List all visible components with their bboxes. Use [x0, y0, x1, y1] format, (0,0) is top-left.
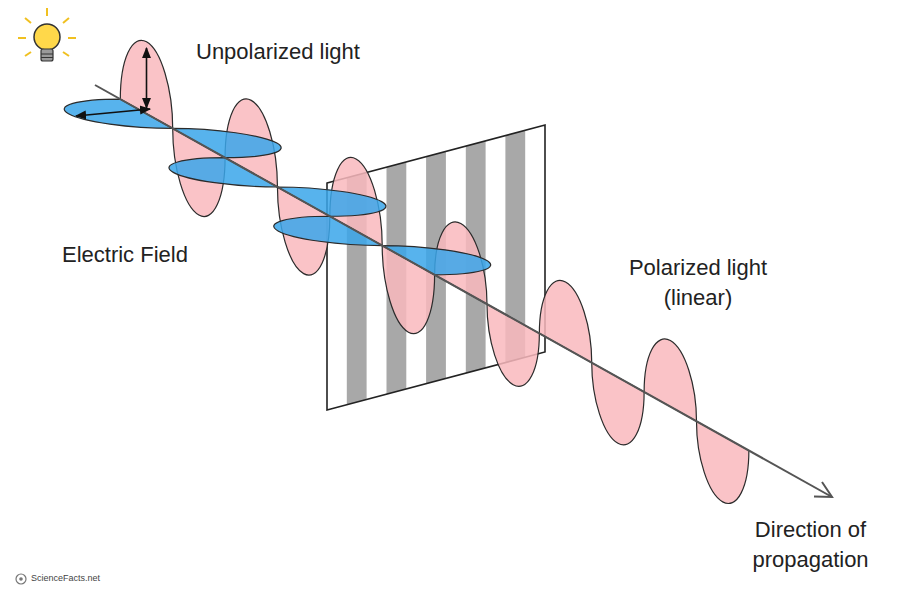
propagation-axis [95, 85, 832, 497]
wave-label: Unpolarized light [196, 37, 360, 67]
label-box: ScienceFacts.net [31, 573, 100, 584]
bulb-ray [25, 52, 31, 56]
field-lobe [382, 246, 512, 275]
field-lobe [147, 158, 277, 187]
wave-label: Polarized light (linear) [612, 253, 784, 312]
watermark-logo [16, 574, 26, 584]
bulb-icon [18, 8, 76, 61]
bulb-ray [68, 37, 76, 39]
field-direction-arrow [146, 48, 148, 108]
polarizer-stripe [347, 110, 367, 420]
field-label: Electric Field [62, 240, 188, 270]
bulb-base [41, 49, 53, 61]
logo-dot [19, 577, 23, 581]
label-box: Direction of propagation [728, 515, 893, 574]
bulb-thread [41, 57, 53, 58]
bulb-ray [63, 18, 69, 23]
field-lobe [42, 99, 172, 128]
bulb-ray [46, 8, 48, 16]
field-lobe [173, 128, 303, 157]
field-lobe [277, 187, 407, 216]
logo-ring [16, 574, 26, 584]
axis-arrowhead [814, 482, 832, 497]
axis-label: Direction of propagation [728, 515, 893, 574]
bulb-glass [34, 24, 60, 50]
label-box: Polarized light (linear) [612, 253, 784, 312]
label-box: Electric Field [62, 240, 188, 270]
field-direction-arrow [76, 109, 150, 116]
field-lobe [252, 216, 382, 245]
polarizer [327, 110, 545, 420]
polarizer-frame [327, 125, 545, 410]
bulb-ray [18, 37, 26, 39]
bulb-thread [41, 54, 53, 55]
watermark: ScienceFacts.net [31, 573, 100, 584]
label-box: Unpolarized light [196, 37, 360, 67]
bulb-ray [63, 52, 69, 56]
bulb-ray [25, 18, 31, 23]
